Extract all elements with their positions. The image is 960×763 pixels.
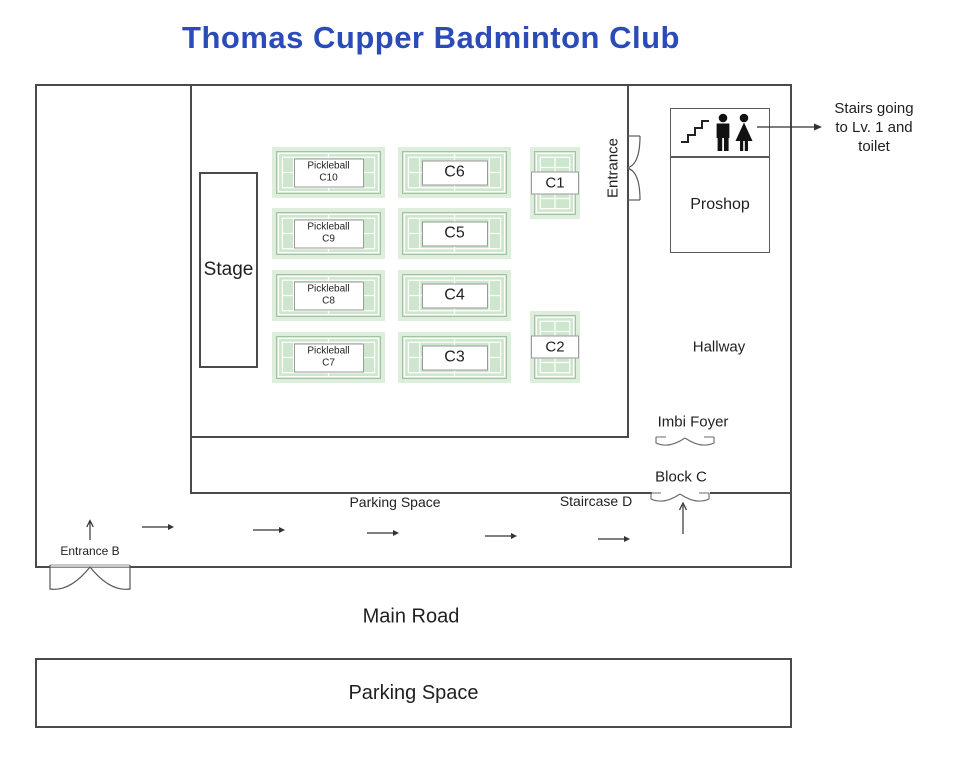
court-c3-field: C3 xyxy=(402,336,507,379)
entrance-b-label: Entrance B xyxy=(60,544,120,558)
wall-segment-corridor-left xyxy=(190,492,652,494)
court-c1: C1 xyxy=(530,147,580,219)
court-c3: C3 xyxy=(398,332,511,383)
court-c6-field: C6 xyxy=(402,151,507,194)
court-c4: C4 xyxy=(398,270,511,321)
up-arrow-icon xyxy=(678,501,688,534)
court-c3-label: C3 xyxy=(421,345,488,370)
hallway-label: Hallway xyxy=(692,338,746,356)
court-c7: Pickleball C7 xyxy=(272,332,385,383)
court-c7-label: Pickleball C7 xyxy=(293,343,364,372)
wall-segment-left-extension xyxy=(190,434,192,494)
staircase-d-label: Staircase D xyxy=(559,493,633,509)
right-arrow-icon xyxy=(485,533,517,539)
proshop-label: Proshop xyxy=(690,196,750,213)
man-icon xyxy=(716,113,730,151)
parking-space-box: Parking Space xyxy=(35,658,792,728)
parking-space-corridor-label: Parking Space xyxy=(349,494,441,510)
court-c1-field: C1 xyxy=(531,151,579,215)
stage: Stage xyxy=(199,172,258,368)
entrance-b-door-icon xyxy=(49,564,131,590)
imbi-foyer-label: Imbi Foyer xyxy=(657,413,729,431)
proshop-room: Proshop xyxy=(670,157,770,253)
court-c10: Pickleball C10 xyxy=(272,147,385,198)
main-hall-outline xyxy=(190,84,629,438)
court-c10-field: Pickleball C10 xyxy=(276,151,381,194)
stairs-icon xyxy=(681,120,709,143)
court-c1-label: C1 xyxy=(531,171,579,195)
stairs-note: Stairs going to Lv. 1 and toilet xyxy=(834,100,914,155)
woman-icon xyxy=(735,113,753,151)
wall-segment-corridor-right xyxy=(710,492,790,494)
court-c9-label: Pickleball C9 xyxy=(293,219,364,248)
parking-space-box-label: Parking Space xyxy=(348,681,479,704)
court-c9: Pickleball C9 xyxy=(272,208,385,259)
court-c5: C5 xyxy=(398,208,511,259)
main-road-label: Main Road xyxy=(362,605,460,628)
stage-label: Stage xyxy=(203,259,254,280)
stairs-restroom-icons xyxy=(681,113,753,151)
up-arrow-icon xyxy=(86,519,94,540)
court-c5-field: C5 xyxy=(402,212,507,255)
page-title: Thomas Cupper Badminton Club xyxy=(182,20,680,55)
court-c7-field: Pickleball C7 xyxy=(276,336,381,379)
court-c10-label: Pickleball C10 xyxy=(293,158,364,187)
court-c6-label: C6 xyxy=(421,160,488,185)
court-c8-field: Pickleball C8 xyxy=(276,274,381,317)
right-arrow-icon xyxy=(367,530,399,536)
court-c9-field: Pickleball C9 xyxy=(276,212,381,255)
court-c2: C2 xyxy=(530,311,580,383)
court-c2-field: C2 xyxy=(531,315,579,379)
block-c-door-icon xyxy=(650,492,710,502)
annotation-arrow-icon xyxy=(757,123,822,131)
entrance-label: Entrance xyxy=(604,137,622,199)
court-c8: Pickleball C8 xyxy=(272,270,385,321)
court-c5-label: C5 xyxy=(421,221,488,246)
imbi-foyer-door-icon xyxy=(655,436,715,446)
right-arrow-icon xyxy=(253,527,285,533)
court-c4-field: C4 xyxy=(402,274,507,317)
right-arrow-icon xyxy=(598,536,630,542)
court-c4-label: C4 xyxy=(421,283,488,308)
block-c-label: Block C xyxy=(655,468,707,486)
stairs-toilet-room xyxy=(670,108,770,157)
court-c8-label: Pickleball C8 xyxy=(293,281,364,310)
court-c6: C6 xyxy=(398,147,511,198)
double-door-icon xyxy=(626,135,641,201)
court-c2-label: C2 xyxy=(531,335,579,359)
right-arrow-icon xyxy=(142,524,174,530)
